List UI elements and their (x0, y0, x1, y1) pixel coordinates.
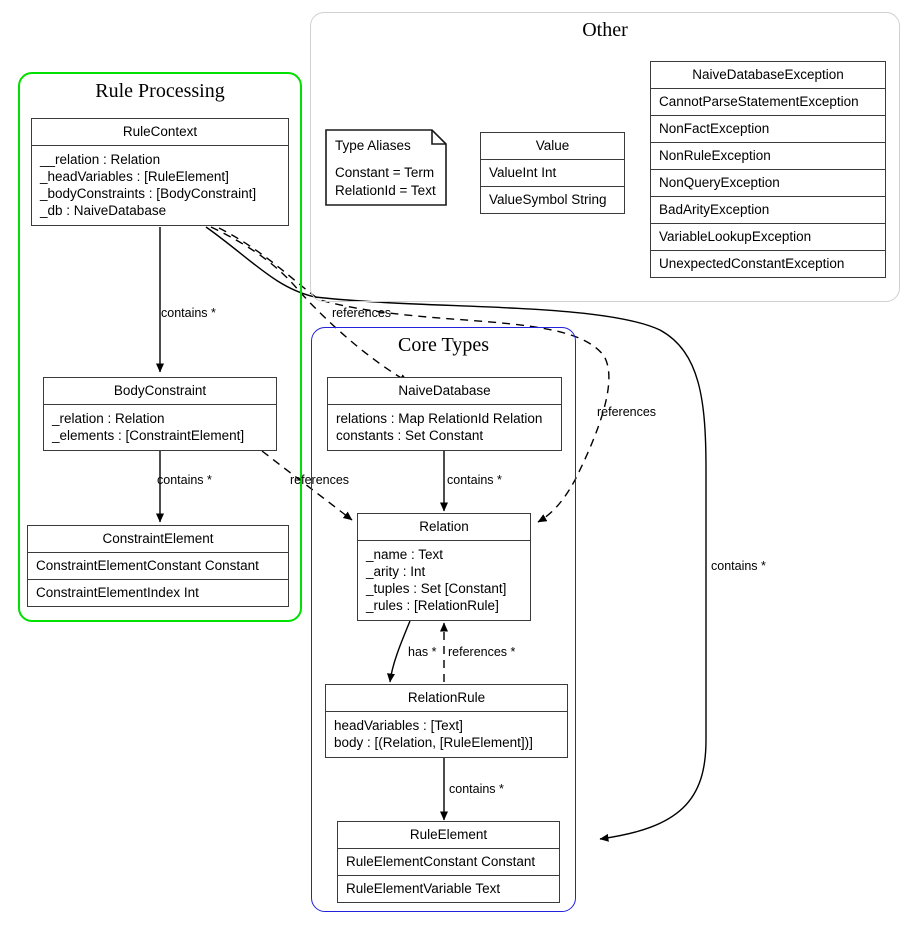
attribute: _db : NaiveDatabase (40, 203, 167, 218)
class-naivedatabase[interactable]: NaiveDatabase relations : Map RelationId… (327, 377, 562, 451)
attribute: _rules : [RelationRule] (366, 598, 499, 613)
attribute: relations : Map RelationId Relation (336, 411, 543, 426)
class-constraintelement-name: ConstraintElement (28, 526, 288, 553)
class-rulecontext-name: RuleContext (32, 119, 288, 146)
class-ruleelement-row: RuleElementConstant Constant (338, 849, 559, 876)
class-ruleelement-row: RuleElementVariable Text (346, 881, 501, 896)
edge-label-contains-ruleelement-bottom: contains * (449, 782, 504, 796)
edge-label-contains-bodyconstraint: contains * (161, 306, 216, 320)
class-naivedatabaseexception[interactable]: NaiveDatabaseException CannotParseStatem… (650, 61, 886, 278)
class-naivedatabaseexception-row: VariableLookupException (651, 224, 885, 251)
class-value[interactable]: Value ValueInt Int ValueSymbol String (480, 132, 625, 214)
class-naivedatabaseexception-row: NonRuleException (651, 143, 885, 170)
attribute: _arity : Int (366, 564, 426, 579)
class-bodyconstraint-name: BodyConstraint (44, 378, 276, 405)
attribute: body : [(Relation, [RuleElement])] (334, 735, 533, 750)
attribute: _relation : Relation (52, 411, 165, 426)
edge-label-has-relationrule: has * (408, 645, 437, 659)
package-core-types-title: Core Types (398, 334, 489, 356)
note-title: Type Aliases (335, 138, 411, 153)
package-other: Other (310, 12, 900, 302)
class-constraintelement-row: ConstraintElementIndex Int (36, 585, 199, 600)
note-spacer (335, 155, 437, 164)
class-naivedatabaseexception-row: NonQueryException (651, 170, 885, 197)
class-naivedatabaseexception-row: CannotParseStatementException (651, 89, 885, 116)
class-relation-attributes: _name : Text _arity : Int _tuples : Set … (358, 541, 530, 620)
class-constraintelement[interactable]: ConstraintElement ConstraintElementConst… (27, 525, 289, 607)
attribute: __relation : Relation (40, 152, 161, 167)
package-rule-processing: Rule Processing (18, 72, 302, 622)
class-bodyconstraint-attributes: _relation : Relation _elements : [Constr… (44, 405, 276, 450)
class-value-row: ValueInt Int (481, 160, 624, 187)
class-ruleelement-name: RuleElement (338, 822, 559, 849)
edge-label-contains-relation: contains * (447, 473, 502, 487)
class-relationrule-attributes: headVariables : [Text] body : [(Relation… (326, 712, 567, 757)
attribute: _name : Text (366, 547, 444, 562)
class-constraintelement-row: ConstraintElementConstant Constant (28, 553, 288, 580)
edge-label-references-relation-left: references (290, 473, 350, 487)
class-naivedatabase-name: NaiveDatabase (328, 378, 561, 405)
attribute: constants : Set Constant (336, 428, 484, 443)
class-relationrule-name: RelationRule (326, 685, 567, 712)
edge-label-references-naivedatabase: references (332, 306, 392, 320)
class-naivedatabase-attributes: relations : Map RelationId Relation cons… (328, 405, 561, 450)
class-relationrule[interactable]: RelationRule headVariables : [Text] body… (325, 684, 568, 758)
package-other-title: Other (582, 19, 628, 41)
edge-label-contains-ruleelement: contains * (711, 559, 766, 573)
class-relation-name: Relation (358, 514, 530, 541)
class-naivedatabaseexception-row: NonFactException (651, 116, 885, 143)
package-core-types: Core Types (311, 327, 576, 912)
note-type-aliases-body: Type Aliases Constant = Term RelationId … (325, 129, 447, 206)
attribute: _tuples : Set [Constant] (366, 581, 507, 596)
note-line: RelationId = Text (335, 183, 436, 198)
class-naivedatabaseexception-row: BadArityException (651, 197, 885, 224)
class-ruleelement[interactable]: RuleElement RuleElementConstant Constant… (337, 821, 560, 903)
class-value-row: ValueSymbol String (489, 192, 607, 207)
class-value-name: Value (481, 133, 624, 160)
attribute: _headVariables : [RuleElement] (40, 169, 229, 184)
edge-label-references-relation-up: references * (448, 645, 516, 659)
attribute: headVariables : [Text] (334, 718, 463, 733)
note-shape (325, 129, 447, 206)
note-line: Constant = Term (335, 165, 435, 180)
class-rulecontext-attributes: __relation : Relation _headVariables : [… (32, 146, 288, 225)
package-rule-processing-title: Rule Processing (95, 80, 225, 102)
attribute: _bodyConstraints : [BodyConstraint] (40, 186, 257, 201)
class-naivedatabaseexception-row: UnexpectedConstantException (659, 256, 845, 271)
class-bodyconstraint[interactable]: BodyConstraint _relation : Relation _ele… (43, 377, 277, 451)
class-naivedatabaseexception-name: NaiveDatabaseException (651, 62, 885, 89)
edge-label-contains-constraintelement: contains * (157, 473, 212, 487)
edge-label-references-relation-right: references (597, 405, 657, 419)
note-type-aliases: Type Aliases Constant = Term RelationId … (325, 129, 447, 206)
class-rulecontext[interactable]: RuleContext __relation : Relation _headV… (31, 118, 289, 226)
class-relation[interactable]: Relation _name : Text _arity : Int _tupl… (357, 513, 531, 621)
attribute: _elements : [ConstraintElement] (52, 428, 245, 443)
